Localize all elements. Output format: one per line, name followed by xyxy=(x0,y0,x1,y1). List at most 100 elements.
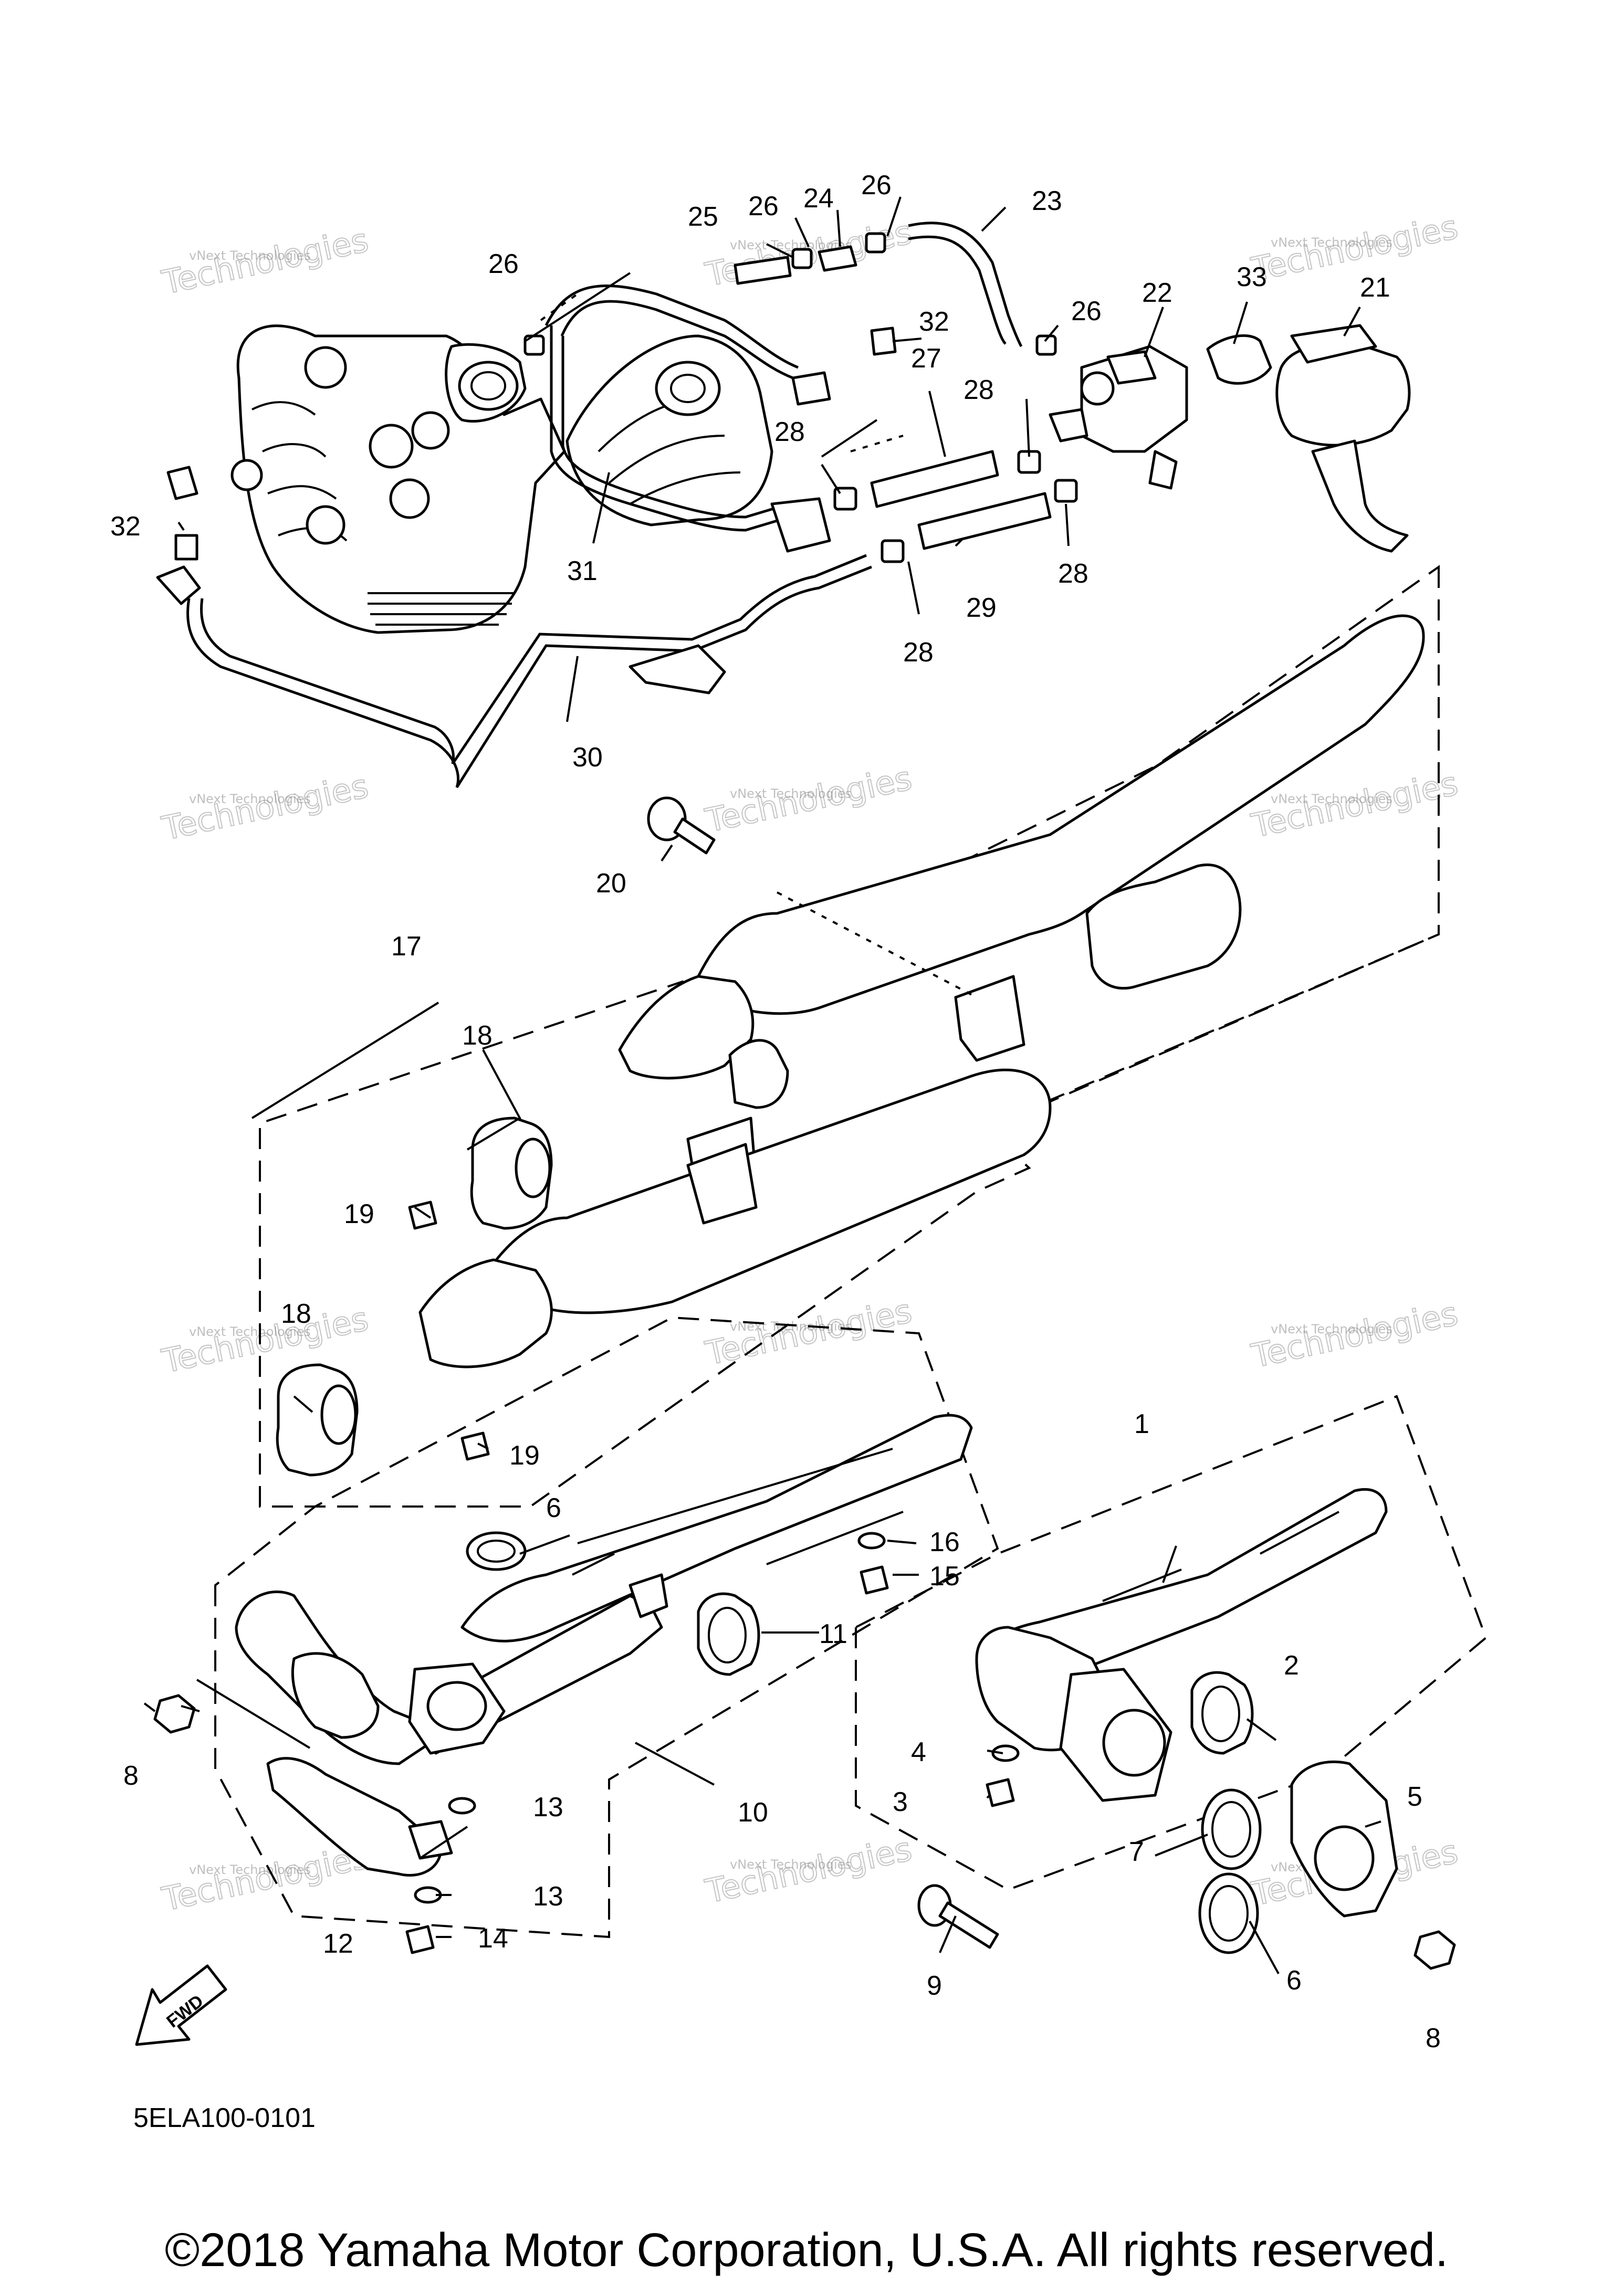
callout-22: 22 xyxy=(1142,278,1172,308)
flange-front-port xyxy=(426,1681,487,1731)
nozzle-left xyxy=(166,466,198,500)
callout-31: 31 xyxy=(567,556,598,586)
bolt-9 xyxy=(917,1884,999,1949)
callout-8: 8 xyxy=(1426,2023,1441,2053)
callout-28: 28 xyxy=(774,417,805,447)
callout-6: 6 xyxy=(1286,1965,1302,1996)
callout-26: 26 xyxy=(861,170,892,201)
bolt-20 xyxy=(647,796,716,855)
connector-18-upper-end xyxy=(515,1138,551,1198)
bolt-15 xyxy=(860,1565,889,1595)
rear-pipe-seam xyxy=(1102,1511,1339,1602)
washer-13 xyxy=(414,1797,476,1904)
callout-4: 4 xyxy=(911,1737,926,1767)
pipe-30 xyxy=(186,565,872,788)
clamp-26 xyxy=(523,232,1057,356)
watermark-big: Technologies xyxy=(1248,1294,1461,1375)
bolt-19 xyxy=(408,1200,490,1461)
watermark-big: Technologies xyxy=(159,766,372,847)
callout-labels: 1 2 3 4 5 6 6 7 8 8 9 10 11 12 13 13 14 … xyxy=(110,170,1441,2053)
cap-32-left xyxy=(174,534,198,561)
exhaust-pipe-front-section xyxy=(291,1652,380,1739)
callout-19: 19 xyxy=(344,1199,374,1229)
bracket-30 xyxy=(629,644,726,694)
callout-17: 17 xyxy=(391,931,422,962)
gasket-7-inner xyxy=(1211,1801,1251,1858)
watermark-big: Technologies xyxy=(159,1299,372,1380)
hose-27 xyxy=(870,450,999,508)
bolt-3 xyxy=(986,1778,1015,1807)
callout-23: 23 xyxy=(1032,186,1062,216)
gasket-6-front-inner xyxy=(477,1540,516,1563)
lower-muffler-head xyxy=(418,1258,553,1368)
muffler-assembly-17 xyxy=(259,565,1440,1508)
watermark-big: Technologies xyxy=(702,1829,915,1910)
watermark-small: vNext Technologies xyxy=(730,786,852,801)
gasket-6-rear-inner xyxy=(1209,1885,1249,1942)
flange-rear-port xyxy=(1102,1709,1166,1777)
hose-25 xyxy=(734,256,792,285)
callout-15: 15 xyxy=(929,1561,960,1592)
diagram-code: 5ELA100-0101 xyxy=(133,2103,316,2133)
callout-5: 5 xyxy=(1407,1782,1422,1812)
callout-11: 11 xyxy=(819,1619,847,1649)
joint-5-port xyxy=(1314,1825,1375,1891)
gasket-6-rear xyxy=(1198,1872,1259,1954)
watermark-big: Technologies xyxy=(159,220,372,301)
washer-4 xyxy=(991,1744,1020,1762)
hose-23 xyxy=(908,222,1023,347)
pipe-bracket xyxy=(629,1573,668,1618)
watermark-big: Technologies xyxy=(159,1837,372,1918)
callout-2: 2 xyxy=(1284,1650,1299,1681)
upper-muffler-bracket xyxy=(954,975,1025,1062)
heat-protector-12 xyxy=(266,1757,443,1877)
watermark-small: vNext Technologies xyxy=(189,792,311,806)
callout-26: 26 xyxy=(748,191,779,222)
callout-18: 18 xyxy=(462,1020,493,1051)
hose-23-inner xyxy=(908,235,1007,345)
callout-10: 10 xyxy=(738,1797,768,1828)
callout-32: 32 xyxy=(110,511,141,542)
watermark-small: vNext Technologies xyxy=(730,1857,852,1872)
callout-27: 27 xyxy=(911,343,941,374)
group-outline-1 xyxy=(855,1395,1488,1891)
callout-7: 7 xyxy=(1129,1837,1144,1867)
callout-26: 26 xyxy=(488,249,519,279)
heat-protector-10 xyxy=(460,1414,973,1642)
callout-29: 29 xyxy=(966,593,997,623)
callout-16: 16 xyxy=(929,1527,960,1557)
group-outline-10 xyxy=(214,1316,999,1939)
joint-24 xyxy=(818,245,857,272)
fwd-arrow-icon xyxy=(135,1964,227,2046)
pipe-30-inner xyxy=(200,554,867,765)
watermark-big: Technologies xyxy=(702,759,915,839)
callout-28: 28 xyxy=(903,637,934,668)
callout-30: 30 xyxy=(572,742,603,773)
cap-32-center xyxy=(870,327,897,356)
callout-21: 21 xyxy=(1360,272,1390,303)
lower-muffler xyxy=(487,1068,1052,1314)
leader-lines xyxy=(143,196,1381,1974)
lower-muffler-stay xyxy=(686,1143,758,1225)
bracket-31 xyxy=(770,497,831,553)
upper-muffler-head xyxy=(618,975,755,1080)
cylinder-head xyxy=(231,324,566,634)
pipe-31-inner xyxy=(560,300,793,519)
watermark-small: vNext Technologies xyxy=(189,1324,311,1339)
callout-28: 28 xyxy=(1058,559,1088,589)
callout-1: 1 xyxy=(1134,1409,1149,1439)
callout-6: 6 xyxy=(546,1493,561,1523)
callout-33: 33 xyxy=(1237,262,1267,292)
callout-12: 12 xyxy=(323,1929,353,1959)
watermark-small: vNext Technologies xyxy=(189,1862,311,1877)
copyright-notice: ©2018 Yamaha Motor Corporation, U.S.A. A… xyxy=(164,2224,1449,2277)
watermark-small: vNext Technologies xyxy=(1271,792,1392,806)
gasket-11-inner xyxy=(708,1607,747,1663)
protector-12-tab xyxy=(408,1820,453,1860)
fitting-left xyxy=(156,565,201,605)
watermark-small: vNext Technologies xyxy=(1271,235,1392,250)
hose-29 xyxy=(917,492,1052,550)
hose-33 xyxy=(1206,334,1272,385)
watermark-small: vNext Technologies xyxy=(189,248,311,263)
